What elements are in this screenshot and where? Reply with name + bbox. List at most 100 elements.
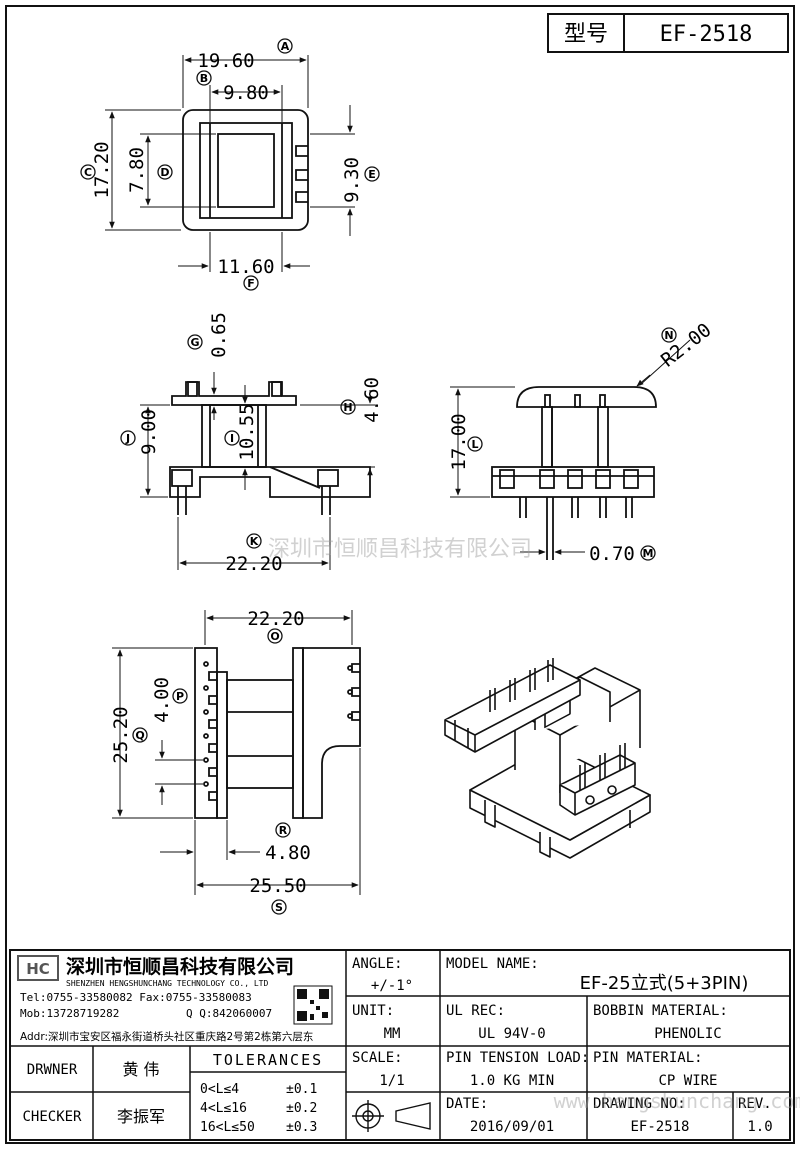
callout-m: M — [640, 545, 656, 561]
dim-flange-thick: 0.65 — [208, 312, 230, 358]
scale-value: 1/1 — [379, 1073, 404, 1089]
tolerances-label: TOLERANCES — [213, 1051, 323, 1069]
rev-label: REV. — [738, 1096, 772, 1112]
title-block — [9, 949, 791, 1141]
isometric-view — [444, 658, 651, 859]
model-name-label: MODEL NAME: — [446, 956, 539, 972]
dim-pin-dia: 0.70 — [589, 543, 635, 565]
checker-label: CHECKER — [22, 1109, 82, 1125]
svg-text:J: J — [125, 432, 130, 445]
callout-i: I — [224, 430, 240, 446]
svg-text:O: O — [270, 630, 279, 643]
callout-j: J — [120, 430, 136, 446]
front-view — [491, 386, 657, 560]
tol-3-value: ±0.3 — [286, 1120, 317, 1135]
svg-text:M: M — [643, 547, 654, 560]
pin-material-value: CP WIRE — [658, 1073, 717, 1089]
svg-text:A: A — [281, 40, 290, 53]
callout-n: N — [661, 327, 677, 343]
svg-text:H: H — [343, 401, 352, 414]
dim-overall-width: 25.50 — [249, 875, 306, 897]
svg-text:F: F — [247, 277, 255, 290]
company-name-en: SHENZHEN HENGSHUNCHANG TECHNOLOGY CO., L… — [66, 979, 268, 988]
bottom-view — [194, 647, 361, 819]
dim-inner-width: 9.80 — [223, 82, 269, 104]
bobbin-material-value: PHENOLIC — [654, 1026, 721, 1042]
model-name-value: EF-25立式(5+3PIN) — [580, 973, 749, 994]
pin-material-label: PIN MATERIAL: — [593, 1050, 703, 1066]
watermark-text: 深圳市恒顺昌科技有限公司 — [268, 537, 532, 562]
svg-text:B: B — [200, 72, 208, 85]
drawer-value: 黄 伟 — [122, 1060, 159, 1079]
side-view — [169, 381, 371, 515]
top-view — [182, 109, 309, 231]
bobbin-material-label: BOBBIN MATERIAL: — [593, 1003, 728, 1019]
drawer-label: DRWNER — [27, 1062, 78, 1078]
checker-value: 李振军 — [117, 1107, 165, 1126]
ul-rec-label: UL REC: — [446, 1003, 505, 1019]
callout-a: A — [277, 38, 293, 54]
pin-tension-label: PIN TENSION LOAD: — [446, 1050, 589, 1066]
dim-pin-span: 22.20 — [225, 553, 282, 575]
company-name: 深圳市恒顺昌科技有限公司 — [66, 955, 294, 978]
callout-q: Q — [132, 727, 148, 743]
svg-text:Q: Q — [135, 729, 144, 742]
dim-total-height: 17.00 — [448, 413, 470, 470]
dim-inner-height: 7.80 — [126, 147, 148, 193]
unit-value: MM — [384, 1026, 401, 1042]
svg-text:HC: HC — [26, 960, 50, 978]
qr-code-icon — [293, 985, 333, 1025]
tol-3-range: 16<L≤50 — [200, 1120, 255, 1135]
company-logo: HC — [17, 955, 59, 981]
callout-o: O — [267, 628, 283, 644]
callout-l: L — [467, 436, 483, 452]
svg-text:K: K — [250, 535, 259, 548]
dim-side-height: 9.00 — [138, 409, 160, 455]
callout-g: G — [187, 334, 203, 350]
side-view-dims — [140, 372, 375, 570]
dim-core-height: 10.55 — [236, 403, 258, 460]
dim-radius: R2.00 — [657, 319, 716, 372]
dim-flange-height: 4.60 — [361, 377, 383, 423]
rev-value: 1.0 — [747, 1119, 772, 1135]
svg-text:L: L — [471, 438, 478, 451]
company-qq: Q Q:842060007 — [186, 1007, 272, 1020]
callout-c: C — [80, 164, 96, 180]
tol-2-value: ±0.2 — [286, 1101, 317, 1116]
tol-1-range: 0<L≤4 — [200, 1082, 239, 1097]
svg-text:R: R — [279, 824, 288, 837]
company-mob: Mob:13728719282 — [20, 1007, 119, 1020]
dim-slot-height: 9.30 — [341, 157, 363, 203]
scale-label: SCALE: — [352, 1050, 403, 1066]
company-tel: Tel:0755-33580082 Fax:0755-33580083 — [20, 991, 252, 1004]
callout-k: K — [246, 533, 262, 549]
dim-height-total: 17.20 — [91, 141, 113, 198]
header-model: EF-2518 — [660, 22, 753, 47]
callout-f: F — [243, 275, 259, 291]
tol-1-value: ±0.1 — [286, 1082, 317, 1097]
tol-2-range: 4<L≤16 — [200, 1101, 247, 1116]
drawing-no-value: EF-2518 — [630, 1119, 689, 1135]
svg-text:G: G — [190, 336, 199, 349]
dim-base-width: 11.60 — [217, 256, 274, 278]
callout-p: P — [172, 688, 188, 704]
angle-value: +/-1° — [371, 978, 413, 994]
top-view-dims — [105, 55, 355, 272]
svg-text:I: I — [230, 432, 234, 445]
callouts: A B C D E F G H I J K L M N O P Q R S — [80, 38, 677, 915]
projection-symbol-icon — [352, 1100, 431, 1132]
dim-bottom-height: 25.20 — [110, 706, 132, 763]
sheet-border — [5, 5, 795, 1144]
angle-label: ANGLE: — [352, 956, 403, 972]
header-model-box: 型号 EF-2518 — [547, 13, 789, 53]
svg-text:S: S — [275, 901, 283, 914]
svg-text:P: P — [176, 690, 184, 703]
pin-tension-value: 1.0 KG MIN — [470, 1073, 554, 1089]
callout-s: S — [271, 899, 287, 915]
date-label: DATE: — [446, 1096, 488, 1112]
company-addr: Addr:深圳市宝安区福永街道桥头社区重庆路2号第2栋第六层东 — [20, 1030, 313, 1043]
callout-h: H — [340, 399, 356, 415]
svg-text:C: C — [84, 166, 92, 179]
callout-d: D — [157, 164, 173, 180]
